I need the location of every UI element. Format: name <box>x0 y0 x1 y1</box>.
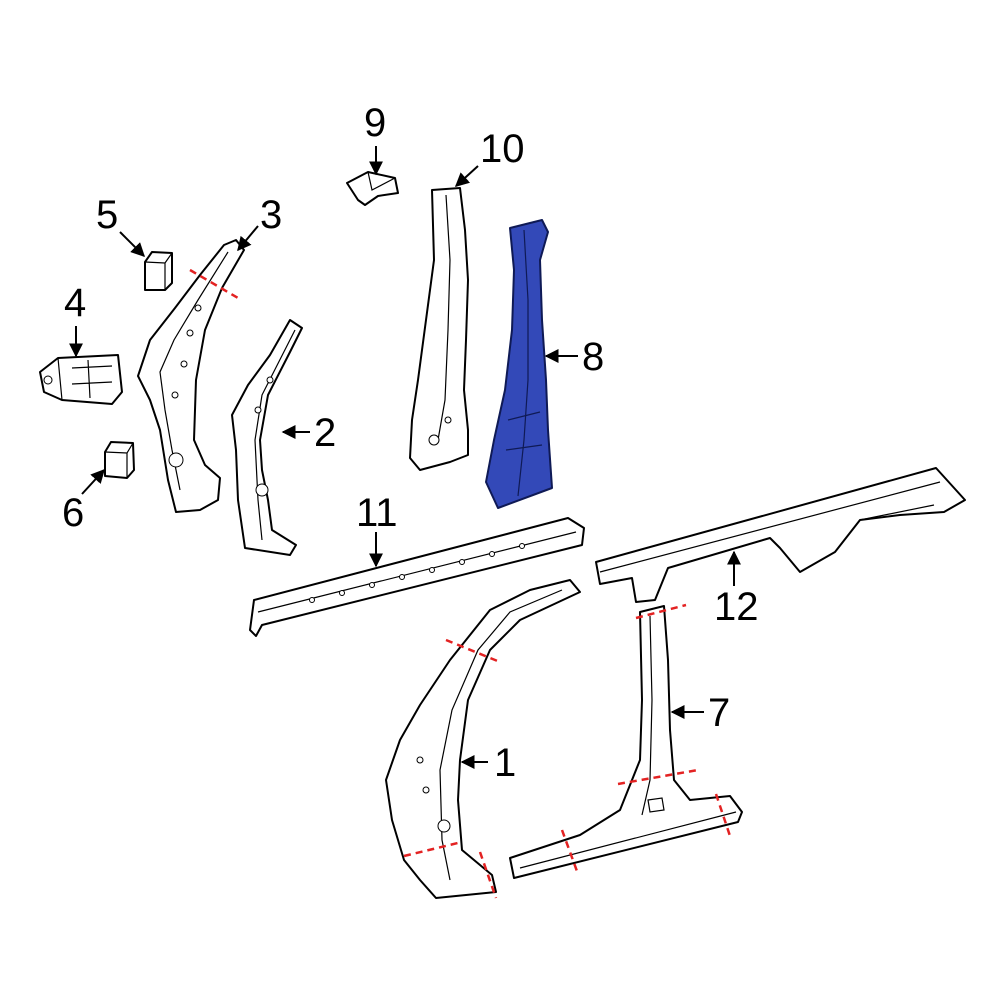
callout-7: 7 <box>708 691 730 735</box>
part-4-bracket[interactable] <box>39 354 123 405</box>
part-1-front-body-side[interactable] <box>385 579 581 899</box>
part-5-block[interactable] <box>144 251 173 291</box>
cut-line-1c <box>478 851 498 899</box>
callout-1: 1 <box>494 741 516 785</box>
callout-2: 2 <box>314 411 336 455</box>
cut-line-1a <box>445 638 501 664</box>
part-9-bracket[interactable] <box>346 171 399 206</box>
leader-6 <box>81 468 105 495</box>
callout-9: 9 <box>364 101 386 145</box>
cut-line-7b <box>617 768 699 786</box>
cut-line-7c <box>560 829 580 875</box>
callout-8: 8 <box>582 335 604 379</box>
cut-line-3 <box>189 268 239 300</box>
callout-4: 4 <box>64 281 86 325</box>
leader-10 <box>454 165 479 187</box>
part-7-center-pillar-outer[interactable] <box>509 605 743 879</box>
cut-line-1b <box>403 840 463 858</box>
leader-3 <box>237 225 259 252</box>
part-12-roof-side-rail[interactable] <box>595 467 966 603</box>
callout-3: 3 <box>260 193 282 237</box>
part-8-center-pillar-reinforcement[interactable] <box>485 219 553 509</box>
leader-5 <box>119 231 145 257</box>
cut-line-7a <box>635 603 687 620</box>
part-3-pillar-reinforcement[interactable] <box>137 239 245 513</box>
cut-line-7d <box>714 793 732 837</box>
callout-6: 6 <box>62 491 84 535</box>
part-10-center-pillar-inner[interactable] <box>409 187 469 471</box>
part-6-block[interactable] <box>104 441 135 479</box>
callout-11: 11 <box>356 491 398 535</box>
part-11-rocker-reinforcement[interactable] <box>249 517 585 637</box>
callout-12: 12 <box>714 585 759 629</box>
callout-10: 10 <box>480 127 525 171</box>
callout-5: 5 <box>96 193 118 237</box>
part-2-inner-pillar[interactable] <box>231 319 303 556</box>
